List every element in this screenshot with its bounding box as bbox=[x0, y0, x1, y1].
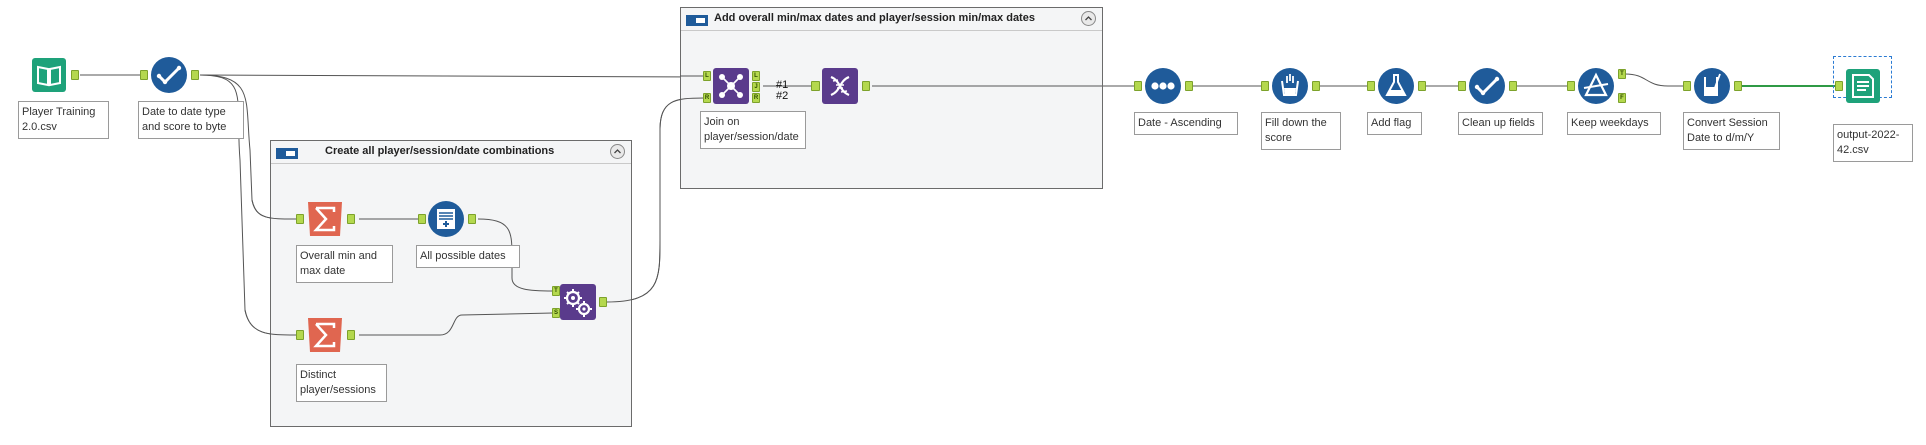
output-anchor[interactable] bbox=[347, 214, 355, 224]
beaker-icon bbox=[1694, 68, 1730, 104]
input-anchor[interactable] bbox=[1134, 81, 1142, 91]
anchor-true[interactable]: T bbox=[1618, 69, 1626, 79]
collapse-icon[interactable] bbox=[610, 144, 625, 159]
container-header[interactable]: Create all player/session/date combinati… bbox=[271, 141, 631, 164]
check-icon bbox=[1469, 68, 1505, 104]
filter-icon bbox=[1578, 68, 1614, 104]
tool-label[interactable]: Date - Ascending bbox=[1134, 112, 1238, 135]
join-icon bbox=[713, 68, 749, 104]
connection-label: #1 bbox=[776, 79, 789, 91]
anchor-target[interactable]: T bbox=[552, 286, 560, 296]
anchor-left[interactable]: L bbox=[703, 71, 711, 81]
output-anchor[interactable] bbox=[599, 297, 607, 307]
tool-label[interactable]: Join on player/session/date bbox=[700, 111, 806, 149]
tool-multirow-formula[interactable] bbox=[1271, 67, 1309, 105]
sigma-icon bbox=[308, 318, 342, 352]
container-title: Add overall min/max dates and player/ses… bbox=[714, 12, 1035, 24]
sort-dots-icon bbox=[1145, 68, 1181, 104]
dna-icon bbox=[822, 68, 858, 104]
tool-generate-rows[interactable] bbox=[427, 200, 465, 238]
output-anchor[interactable] bbox=[1734, 81, 1742, 91]
tool-union[interactable] bbox=[821, 67, 859, 105]
tool-label[interactable]: Clean up fields bbox=[1458, 112, 1543, 135]
output-anchor[interactable] bbox=[468, 214, 476, 224]
anchor-false[interactable]: F bbox=[1618, 93, 1626, 103]
tool-input[interactable] bbox=[30, 56, 68, 94]
anchor-join-out[interactable]: J bbox=[752, 82, 760, 92]
anchor-right-out[interactable]: R bbox=[752, 93, 760, 103]
input-anchor[interactable] bbox=[140, 70, 148, 80]
input-anchor[interactable] bbox=[296, 330, 304, 340]
tool-label[interactable]: Distinct player/sessions bbox=[296, 364, 387, 402]
output-anchor[interactable] bbox=[71, 70, 79, 80]
output-icon bbox=[1846, 69, 1880, 103]
input-anchor[interactable] bbox=[811, 81, 820, 91]
wire-filter-formula2 bbox=[1624, 73, 1684, 87]
tool-summarize[interactable] bbox=[306, 200, 344, 238]
generate-rows-icon bbox=[428, 201, 464, 237]
tool-label[interactable]: Keep weekdays bbox=[1567, 112, 1661, 135]
anchor-source[interactable]: S bbox=[552, 308, 560, 318]
tool-label[interactable]: Add flag bbox=[1367, 112, 1422, 135]
tool-label[interactable]: Convert Session Date to d/m/Y bbox=[1683, 112, 1780, 150]
tool-label[interactable]: Player Training 2.0.csv bbox=[18, 101, 109, 139]
output-anchor[interactable] bbox=[862, 81, 870, 91]
tool-label[interactable]: output-2022-42.csv bbox=[1833, 124, 1913, 162]
anchor-left-out[interactable]: L bbox=[752, 71, 760, 81]
input-anchor[interactable] bbox=[1567, 81, 1575, 91]
tool-label[interactable]: Fill down the score bbox=[1261, 112, 1341, 150]
output-anchor[interactable] bbox=[1418, 81, 1426, 91]
check-icon bbox=[151, 57, 187, 93]
container-icon bbox=[686, 13, 708, 26]
input-anchor[interactable] bbox=[1367, 81, 1375, 91]
container-icon bbox=[276, 146, 298, 159]
input-anchor[interactable] bbox=[296, 214, 304, 224]
output-anchor[interactable] bbox=[1185, 81, 1193, 91]
sigma-icon bbox=[308, 202, 342, 236]
tool-filter[interactable] bbox=[1577, 67, 1615, 105]
anchor-right[interactable]: R bbox=[703, 93, 711, 103]
tool-select[interactable] bbox=[1468, 67, 1506, 105]
bucket-icon bbox=[1272, 68, 1308, 104]
tool-output[interactable] bbox=[1844, 67, 1882, 105]
tool-select[interactable] bbox=[150, 56, 188, 94]
input-anchor[interactable] bbox=[1835, 81, 1843, 91]
tool-summarize[interactable] bbox=[306, 316, 344, 354]
connection-label: #2 bbox=[776, 90, 789, 102]
tool-label[interactable]: Date to date type and score to byte bbox=[138, 101, 244, 139]
tool-sort[interactable] bbox=[1144, 67, 1182, 105]
input-anchor[interactable] bbox=[1683, 81, 1691, 91]
output-anchor[interactable] bbox=[191, 70, 199, 80]
tool-append-fields[interactable] bbox=[559, 283, 597, 321]
gears-icon bbox=[560, 284, 596, 320]
output-anchor[interactable] bbox=[347, 330, 355, 340]
input-anchor[interactable] bbox=[418, 214, 426, 224]
tool-label[interactable]: All possible dates bbox=[416, 245, 520, 268]
input-anchor[interactable] bbox=[1261, 81, 1269, 91]
wire-select-join bbox=[199, 74, 705, 78]
tool-formula[interactable] bbox=[1693, 67, 1731, 105]
flask-icon bbox=[1378, 68, 1414, 104]
tool-label[interactable]: Overall min and max date bbox=[296, 245, 393, 283]
container-header[interactable]: Add overall min/max dates and player/ses… bbox=[681, 8, 1102, 31]
container-title: Create all player/session/date combinati… bbox=[325, 145, 555, 157]
tool-join[interactable] bbox=[712, 67, 750, 105]
tool-formula[interactable] bbox=[1377, 67, 1415, 105]
collapse-icon[interactable] bbox=[1081, 11, 1096, 26]
input-anchor[interactable] bbox=[1458, 81, 1466, 91]
output-anchor[interactable] bbox=[1312, 81, 1320, 91]
output-anchor[interactable] bbox=[1509, 81, 1517, 91]
book-icon bbox=[32, 58, 66, 92]
container-add-minmax-dates[interactable]: Add overall min/max dates and player/ses… bbox=[680, 7, 1103, 189]
